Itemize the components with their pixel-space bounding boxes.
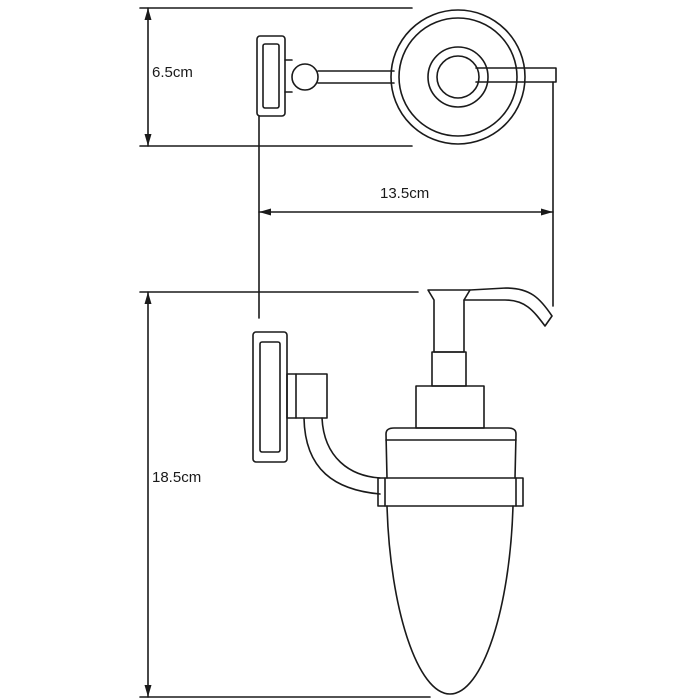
pump-cap [436,55,480,99]
holder-ring-outer [390,9,526,145]
arrow-head [144,134,152,146]
width-label: 13.5cm [380,185,430,202]
mount-block [286,373,328,419]
arrow-head [144,8,152,20]
bottle-rim [427,46,489,108]
curved-arm [303,417,381,495]
wall-plate-top [256,35,293,117]
depth-label: 6.5cm [152,64,193,81]
arrow-head [541,208,553,216]
spout-side [463,287,553,327]
holder-ring-inner [398,17,518,137]
arrow-head [144,685,152,697]
pump-cap-side [415,385,485,429]
depth-dimension [144,7,152,147]
glass-bottle [386,505,514,695]
arrow-head [259,208,271,216]
top-view [139,7,557,147]
side-view [139,287,553,698]
bottle-collar [385,427,517,479]
retaining-ring [377,477,524,507]
wall-plate-side [252,331,288,463]
spout-top [475,67,557,83]
height-dimension [144,291,152,698]
ball-joint [291,63,319,91]
curved-arm [321,417,381,479]
arrow-head [144,292,152,304]
width-dimension [258,208,554,216]
height-label: 18.5cm [152,469,202,486]
pump-stem [431,351,467,387]
